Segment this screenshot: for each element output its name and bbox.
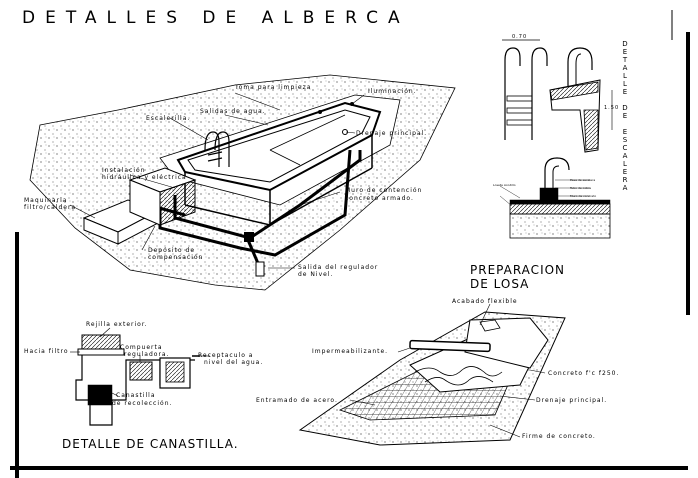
label-salidas-agua: Salidas de agua. (200, 108, 266, 115)
losa-title-line2: DE LOSA (470, 277, 530, 291)
label-iluminacion: Iluminación. (368, 88, 417, 95)
losa-title-line1: PREPARACION (470, 263, 566, 277)
label-instalacion: Instalación (102, 167, 146, 174)
label-maquinaria: Maquinaria (24, 197, 68, 204)
label-drenaje-principal: Drenaje principal. (356, 130, 428, 137)
ladder-width-dim: 0.70 (512, 34, 528, 40)
basket-grille (81, 334, 121, 350)
ladder-label-0: Loseta Acodillo (493, 183, 516, 187)
ladder-label-4: Base de concreto (570, 199, 597, 203)
label-compuerta: Compuerta (120, 344, 163, 351)
valve-icon (244, 232, 254, 242)
ladder-label-1: Pasa de escalera (570, 178, 596, 182)
label-firme: Firme de concreto. (522, 433, 596, 440)
sheet-border (10, 10, 690, 478)
pool-isometric (29, 74, 456, 291)
slab-preparation (298, 303, 566, 446)
label-canastilla: Canastilla (116, 392, 156, 399)
label-deposito: Depósito de (148, 247, 196, 254)
label-recoleccion: de recolección. (112, 400, 173, 407)
label-hidraulica: hidráulica y eléctrica (102, 174, 187, 181)
label-entramado: Entramado de acero. (256, 397, 338, 404)
ladder-label-3: Muro de concreto (570, 194, 597, 198)
label-impermeabilizante: Impermeabilizante. (312, 348, 389, 355)
ladder-label-2: Tubo de cobre (570, 186, 592, 190)
label-toma-limpieza: Toma para limpieza (235, 84, 312, 91)
pool-basin-inner (187, 109, 371, 183)
basket-detail (70, 327, 210, 426)
canastilla-title: DETALLE DE CANASTILLA. (62, 437, 239, 451)
label-nivel-agua: nivel del agua. (204, 359, 264, 366)
label-compensacion: compensación (148, 254, 204, 261)
collection-basket (87, 384, 113, 406)
pool-ladder (204, 131, 230, 167)
drawing-title: DETALLES DE ALBERCA (22, 8, 410, 28)
label-hacia-filtro: Hacia filtro (24, 348, 69, 355)
label-concreto-armado: concreto armado. (345, 195, 414, 202)
label-de-nivel: de Nivel. (298, 271, 334, 278)
label-receptaculo: Receptaculo a (198, 352, 254, 359)
ladder-detail (499, 39, 613, 239)
pool-light-icon (318, 110, 322, 114)
label-filtro: filtro/caldera (24, 204, 77, 211)
label-concreto: Concreto f'c f250. (548, 370, 620, 377)
label-muro-contencion: Muro de contención (345, 187, 423, 194)
label-reguladora: reguladora. (124, 351, 170, 358)
label-rejilla: Rejilla exterior. (86, 321, 148, 328)
label-acabado: Acabado flexible (452, 298, 518, 305)
ladder-height-dim: 1.50 (604, 105, 620, 111)
label-drenaje-losa: Drenaje principal. (536, 397, 608, 404)
label-salida-regulador: Salida del regulador (298, 264, 379, 271)
label-escalerilla: Escalerilla. (146, 115, 191, 122)
regulator-outlet (255, 261, 265, 277)
